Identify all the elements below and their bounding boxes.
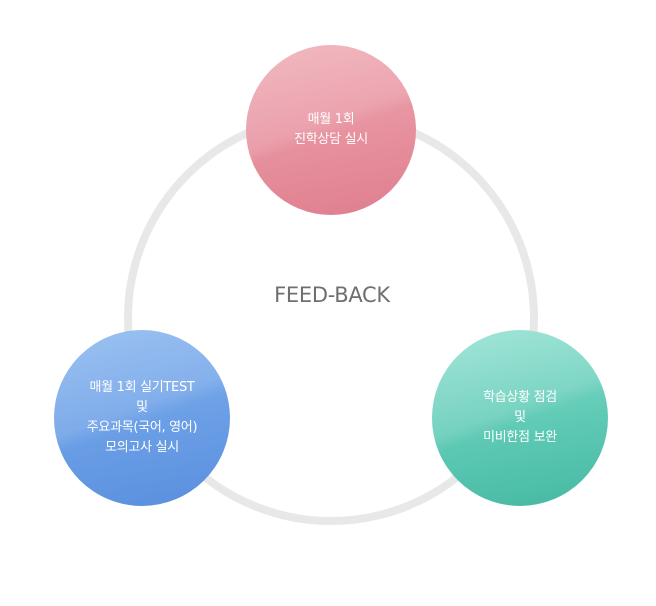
- node-learning-check-line-3: 미비한점 보완: [483, 430, 557, 445]
- node-learning-check-line-1: 학습상황 점검: [483, 390, 557, 405]
- node-practical-test-line-1: 매월 1회 실기TEST: [89, 380, 195, 395]
- node-counseling-line-1: 매월 1회: [307, 112, 355, 127]
- node-practical-test-line-2: 및: [136, 400, 148, 415]
- node-practical-test: 매월 1회 실기TEST 및 주요과목(국어, 영어) 모의고사 실시: [54, 330, 230, 506]
- node-practical-test-line-4: 모의고사 실시: [105, 440, 179, 455]
- node-learning-check-line-2: 및: [514, 410, 526, 425]
- node-practical-test-text: 매월 1회 실기TEST 및 주요과목(국어, 영어) 모의고사 실시: [87, 378, 198, 458]
- node-learning-check: 학습상황 점검 및 미비한점 보완: [432, 330, 608, 506]
- node-practical-test-line-3: 주요과목(국어, 영어): [86, 420, 198, 435]
- node-counseling: 매월 1회 진학상담 실시: [246, 45, 416, 215]
- center-label: FEED-BACK: [274, 283, 390, 307]
- node-learning-check-text: 학습상황 점검 및 미비한점 보완: [483, 388, 557, 448]
- node-counseling-text: 매월 1회 진학상담 실시: [294, 110, 368, 150]
- node-counseling-line-2: 진학상담 실시: [294, 132, 368, 147]
